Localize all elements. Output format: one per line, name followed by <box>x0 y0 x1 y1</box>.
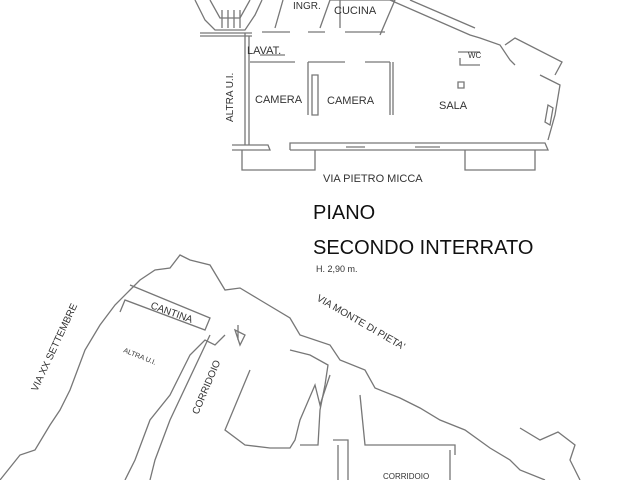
room-label-sala: SALA <box>439 100 468 112</box>
upper-plan-labels: INGR. CUCINA LAVAT. WC CAMERA CAMERA SAL… <box>225 1 482 185</box>
lower-plan-walls <box>0 254 581 480</box>
street-label-pietro-micca: VIA PIETRO MICCA <box>323 173 423 185</box>
corridoio-label-2: CORRIDOIO <box>383 472 429 480</box>
room-label-wc: WC <box>468 51 482 60</box>
altra-ui-label-upper: ALTRA U.I. <box>225 73 236 122</box>
lower-plan-labels: CANTINA ALTRA U.I. CORRIDOIO CORRIDOIO V… <box>30 293 429 480</box>
room-label-cantina: CANTINA <box>149 300 194 325</box>
plan-title: PIANO SECONDO INTERRATO H. 2,90 m. <box>313 202 533 274</box>
title-line-2: SECONDO INTERRATO <box>313 237 533 259</box>
ceiling-height: H. 2,90 m. <box>316 264 358 274</box>
room-label-cucina: CUCINA <box>334 5 377 17</box>
street-label-xx-settembre: VIA XX SETTEMBRE <box>30 302 81 394</box>
room-label-camera-1: CAMERA <box>255 94 303 106</box>
upper-plan-walls <box>194 0 563 171</box>
altra-ui-label-lower: ALTRA U.I. <box>122 347 157 366</box>
room-label-lavat: LAVAT. <box>247 45 281 57</box>
title-line-1: PIANO <box>313 202 375 224</box>
street-label-monte-di-pieta: VIA MONTE DI PIETA' <box>315 293 407 353</box>
room-label-ingr: INGR. <box>293 1 321 12</box>
room-label-camera-2: CAMERA <box>327 95 375 107</box>
